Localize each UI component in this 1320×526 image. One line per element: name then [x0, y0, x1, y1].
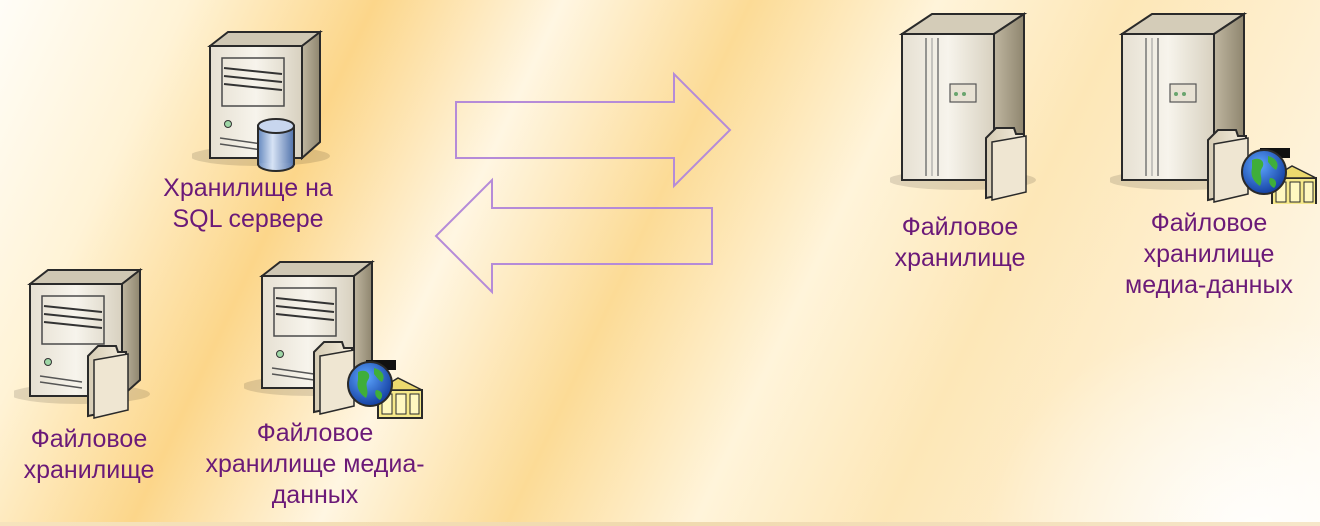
file-server-icon — [887, 13, 1037, 201]
right-media-storage-label-line2: хранилище — [1143, 240, 1275, 268]
left-media-storage-label-line1: Файловое — [256, 419, 374, 447]
arrow-right — [455, 71, 732, 189]
right-file-storage-label: Файловое хранилище — [862, 212, 1058, 274]
media-server-icon — [1107, 13, 1317, 207]
right-file-storage-label-line2: хранилище — [894, 244, 1026, 272]
arrow-left — [434, 177, 713, 295]
left-media-storage-label: Файловое хранилище медиа- данных — [170, 418, 460, 511]
left-media-storage-label-line3: данных — [271, 481, 359, 509]
right-media-storage-label: Файловое хранилище медиа-данных — [1098, 208, 1320, 301]
left-file-storage-label-line2: хранилище — [23, 456, 155, 484]
sql-storage-label-line1: Хранилище на — [163, 174, 333, 202]
right-file-storage-label-line1: Файловое — [901, 213, 1019, 241]
right-file-storage-node — [887, 4, 1040, 209]
left-file-storage-label-line1: Файловое — [30, 425, 148, 453]
sql-storage-label: Хранилище на SQL сервере — [130, 173, 366, 235]
sql-storage-label-line2: SQL сервере — [172, 205, 324, 233]
left-media-storage-label-line2: хранилище медиа- — [205, 450, 425, 478]
right-media-storage-label-line3: медиа-данных — [1125, 271, 1293, 299]
right-media-storage-node — [1107, 4, 1320, 209]
bottom-band — [0, 522, 1320, 526]
left-file-storage-label: Файловое хранилище — [2, 424, 176, 486]
right-media-storage-label-line1: Файловое — [1150, 209, 1268, 237]
